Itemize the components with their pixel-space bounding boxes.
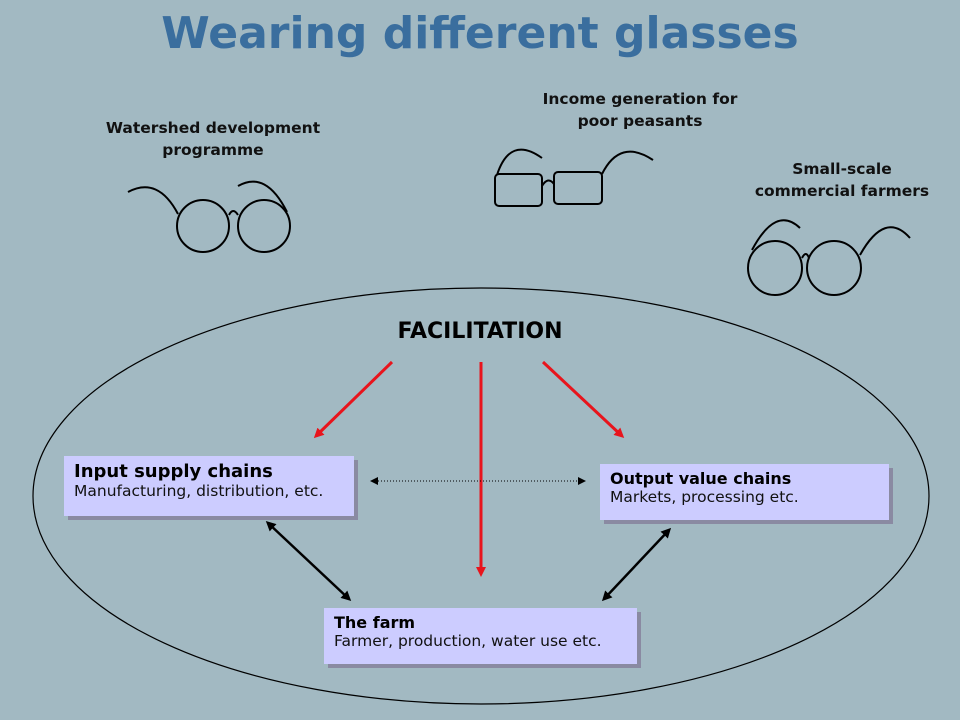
label-income-generation: Income generation for poor peasants (510, 88, 770, 132)
arrow-to-input-chains (313, 360, 394, 439)
round-glasses-icon (747, 219, 911, 296)
label-watershed-programme: Watershed development programme (83, 117, 343, 161)
round-glasses-icon (127, 180, 291, 253)
link-arrows (265, 520, 672, 602)
link-output-farm (601, 527, 672, 602)
label-line-2: poor peasants (577, 112, 703, 130)
label-line-2: programme (162, 141, 264, 159)
label-line-1: Income generation for (542, 90, 738, 108)
box-title: Output value chains (610, 469, 792, 488)
square-glasses-icon (494, 148, 654, 207)
link-input-farm (265, 520, 352, 602)
facilitation-arrows (313, 360, 625, 577)
box-title: Input supply chains (74, 461, 273, 482)
box-subtitle: Manufacturing, distribution, etc. (74, 482, 324, 500)
label-line-1: Small-scale (792, 160, 892, 178)
box-subtitle: Farmer, production, water use etc. (334, 632, 602, 650)
input-supply-chains-box: Input supply chains Manufacturing, distr… (64, 456, 354, 516)
label-line-1: Watershed development (105, 119, 321, 137)
output-value-chains-box: Output value chains Markets, processing … (600, 464, 889, 520)
facilitation-label: FACILITATION (397, 319, 563, 344)
box-title: The farm (334, 613, 416, 632)
box-subtitle: Markets, processing etc. (610, 488, 799, 506)
label-line-2: commercial farmers (754, 182, 930, 200)
label-commercial-farmers: Small-scale commercial farmers (712, 158, 960, 202)
page-title: Wearing different glasses (161, 8, 799, 59)
arrow-to-output-chains (541, 360, 625, 439)
facilitation-ellipse (32, 287, 930, 705)
farm-box: The farm Farmer, production, water use e… (324, 608, 637, 664)
